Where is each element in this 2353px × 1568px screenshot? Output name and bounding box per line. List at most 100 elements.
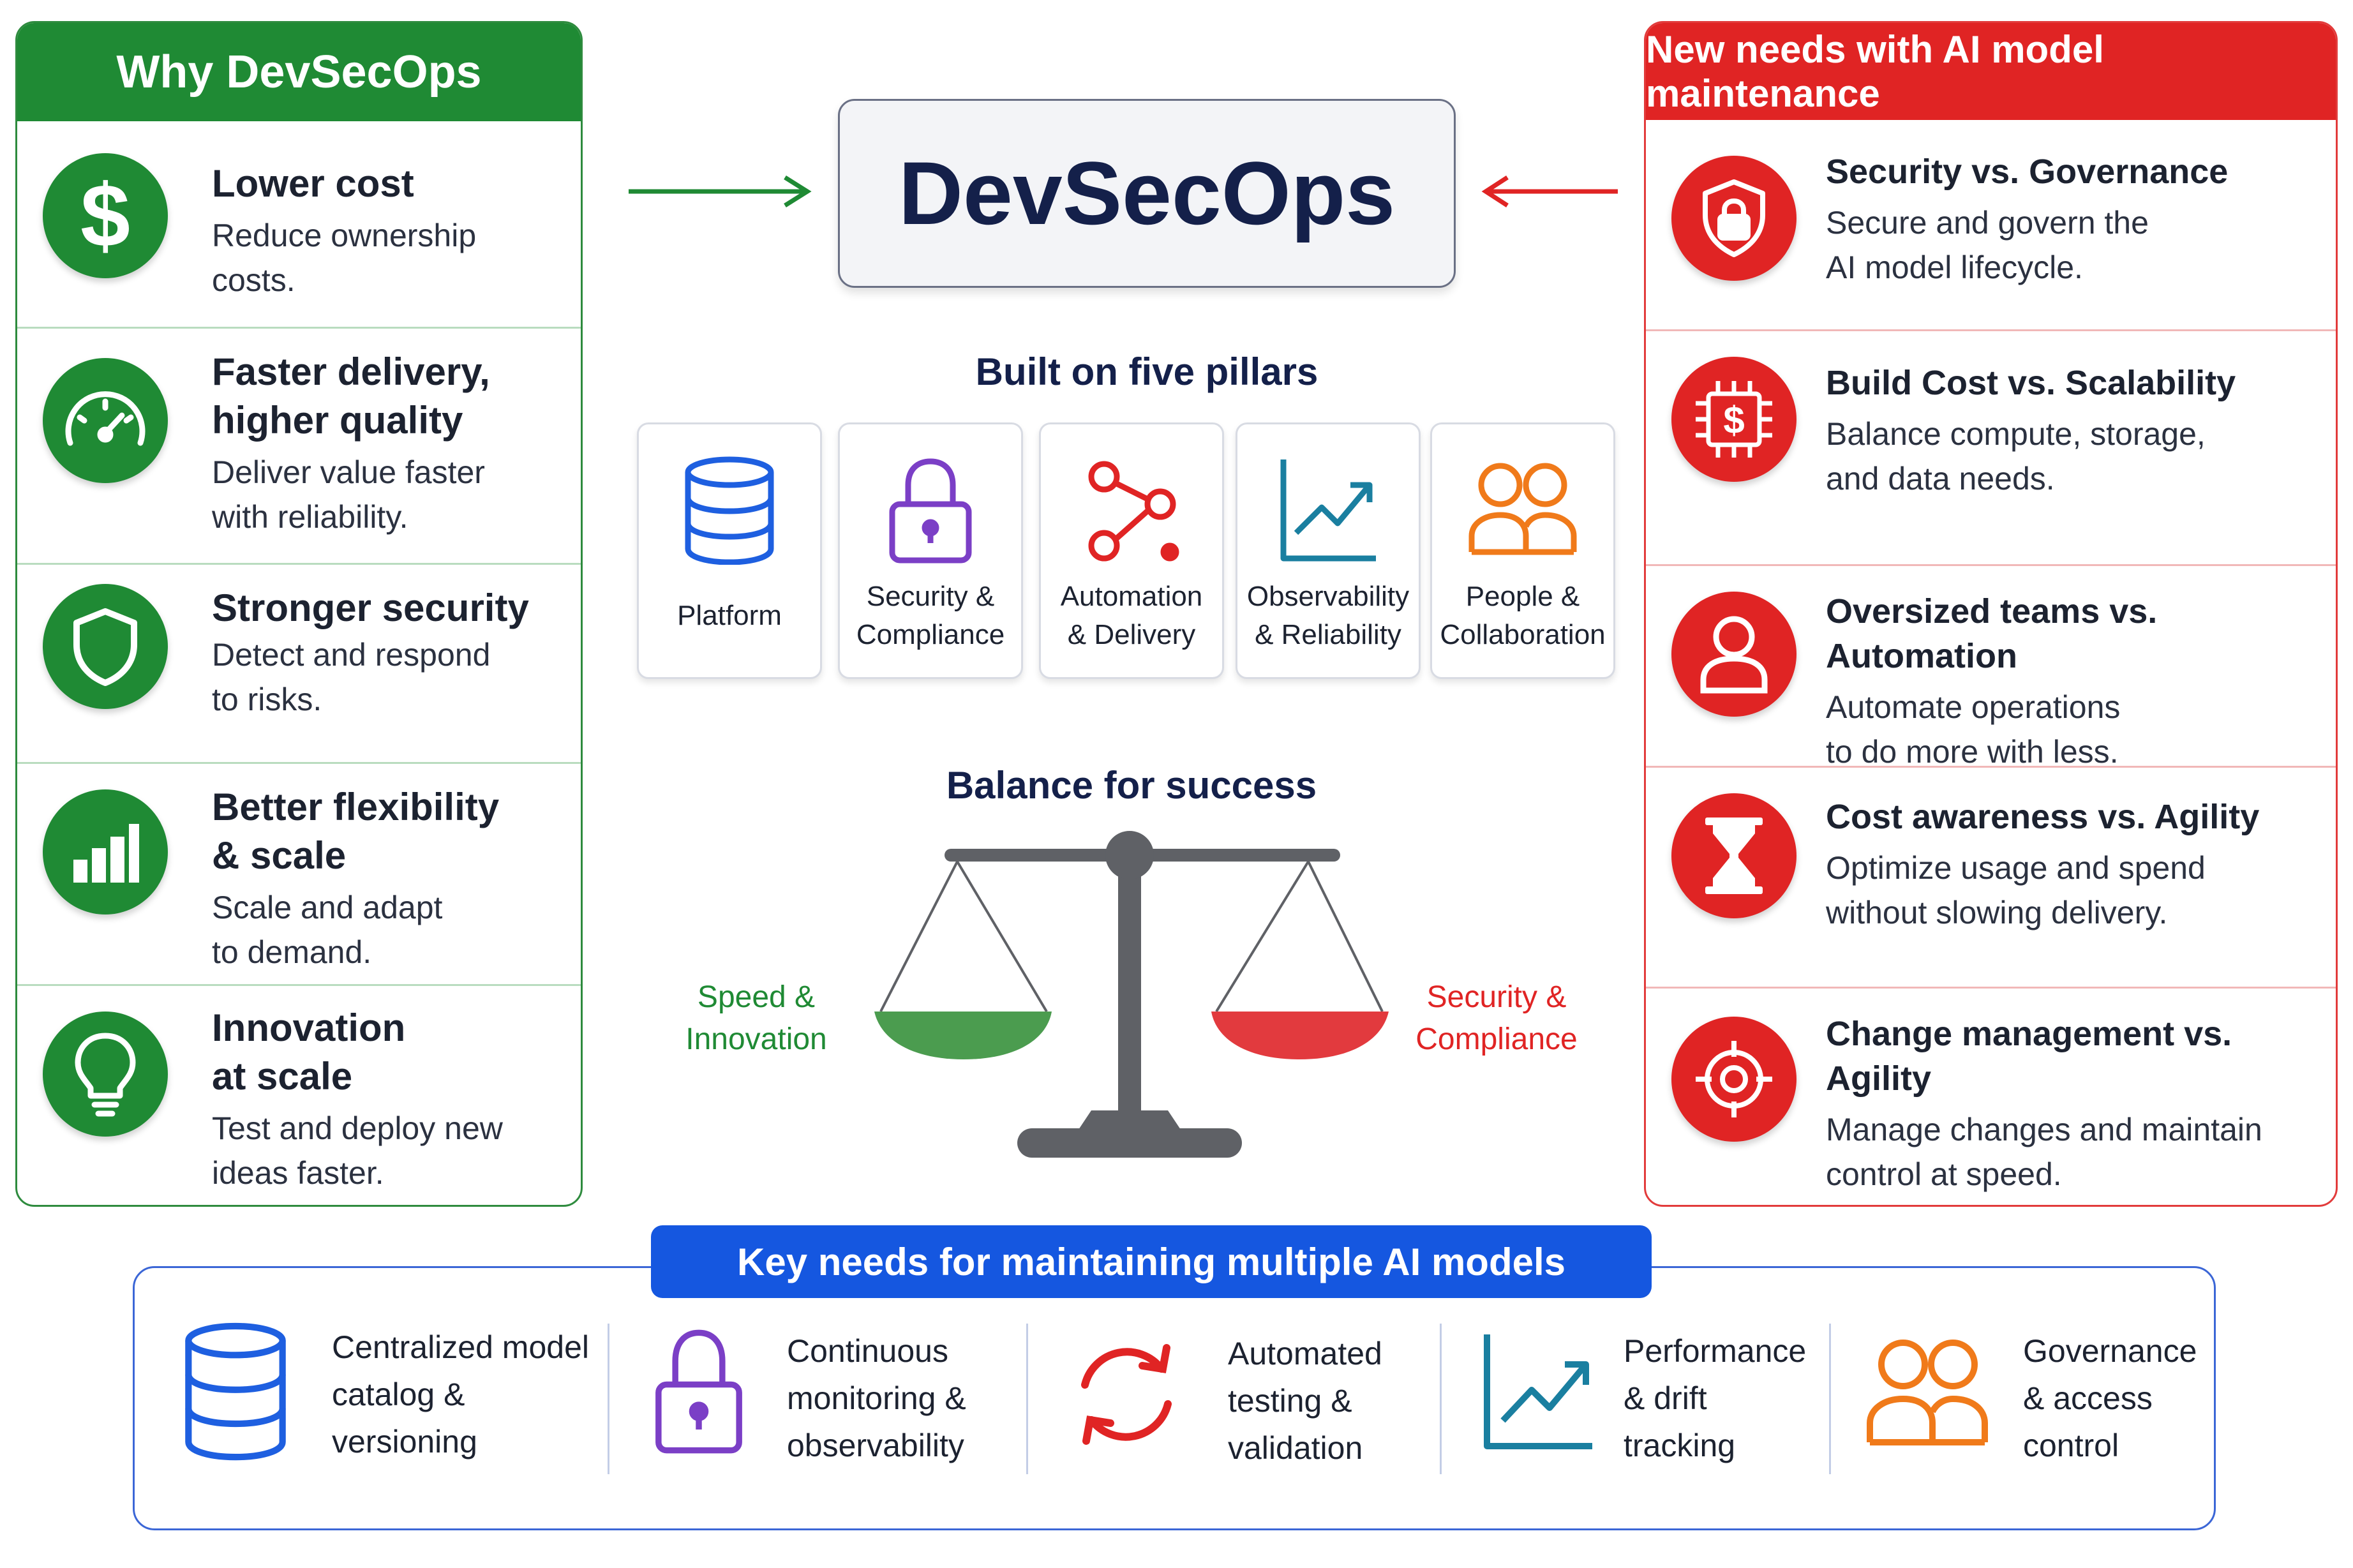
item-desc-line: Optimize usage and spend (1826, 850, 2206, 886)
right-item-cost-awareness: Cost awareness vs. Agility Optimize usag… (1646, 766, 2336, 987)
right-item-security-governance: Security vs. Governance Secure and gover… (1646, 120, 2336, 329)
balance-right-line: Compliance (1416, 1022, 1578, 1056)
right-item-build-cost: $ Build Cost vs. Scalability Balance com… (1646, 329, 2336, 564)
people-icon (1867, 1340, 1988, 1445)
database-icon (685, 456, 774, 565)
key-need-line: Continuous (787, 1333, 948, 1369)
item-desc-line: control at speed. (1826, 1156, 2062, 1192)
item-desc-line: AI model lifecycle. (1826, 250, 2083, 285)
person-icon (1671, 592, 1796, 717)
balance-scale-icon (874, 831, 1389, 1158)
item-title: Cost awareness vs. Agility (1826, 798, 2260, 836)
item-desc-line: Test and deploy new (212, 1110, 503, 1146)
padlock-icon (655, 1329, 742, 1454)
key-need-automated-testing: Automated testing & validation (1066, 1321, 1436, 1487)
balance-right-line: Security & (1426, 980, 1567, 1014)
pillar-security-compliance: Security & Compliance (838, 422, 1023, 679)
padlock-icon (889, 458, 972, 564)
key-need-divider (1829, 1324, 1831, 1474)
workflow-icon (1088, 461, 1179, 562)
pillar-label-line: Platform (677, 600, 782, 631)
ai-model-needs-title: New needs with AI model maintenance (1646, 23, 2336, 120)
key-need-line: testing & (1228, 1383, 1352, 1419)
left-item-flexibility-scale: Better flexibility & scale Scale and ada… (17, 762, 581, 984)
balance-right-label: Security & Compliance (1398, 976, 1595, 1061)
item-title-line: at scale (212, 1055, 353, 1098)
item-title: Lower cost (212, 162, 414, 205)
item-desc-line: to risks. (212, 682, 322, 717)
item-desc-line: Automate operations (1826, 689, 2121, 725)
key-need-governance: Governance & access control (1864, 1321, 2197, 1487)
left-item-stronger-security: Stronger security Detect and respond to … (17, 563, 581, 762)
balance-title: Balance for success (946, 764, 1317, 807)
pillar-label-line: & Reliability (1255, 619, 1401, 650)
key-need-line: Centralized model (332, 1329, 589, 1365)
pillars-title: Built on five pillars (975, 350, 1318, 393)
item-desc-line: Scale and adapt (212, 890, 443, 925)
why-devsecops-title: Why DevSecOps (17, 23, 581, 121)
item-desc-line: with reliability. (212, 499, 408, 535)
balance-left-line: Innovation (685, 1022, 827, 1056)
pillar-label-line: Collaboration (1440, 619, 1606, 650)
key-need-line: control (2023, 1428, 2119, 1463)
pillar-label-line: People & (1465, 581, 1580, 612)
balance-left-label: Speed & Innovation (657, 976, 855, 1061)
item-desc-line: without slowing delivery. (1826, 895, 2168, 930)
item-desc-line: to do more with less. (1826, 734, 2119, 770)
left-item-lower-cost: $ Lower cost Reduce ownership costs. (17, 121, 581, 327)
chip-cost-icon: $ (1671, 357, 1796, 482)
item-title: Build Cost vs. Scalability (1826, 364, 2236, 402)
people-icon (1468, 463, 1577, 555)
pillar-label-line: & Delivery (1067, 619, 1196, 650)
key-need-line: monitoring & (787, 1380, 966, 1416)
right-item-change-management: Change management vs. Agility Manage cha… (1646, 987, 2336, 1205)
key-need-line: versioning (332, 1424, 477, 1460)
svg-text:$: $ (1723, 399, 1744, 442)
item-desc-line: costs. (212, 262, 295, 298)
item-title-line: & scale (212, 834, 347, 877)
item-desc-line: and data needs. (1826, 461, 2055, 497)
key-need-line: Governance (2023, 1333, 2197, 1369)
pillar-platform: Platform (637, 422, 822, 679)
item-title: Stronger security (212, 586, 529, 629)
item-title: Change management vs. Agility (1826, 1015, 2232, 1098)
item-title-line: Better flexibility (212, 786, 500, 828)
item-title: Oversized teams vs. Automation (1826, 592, 2158, 675)
lightbulb-icon (43, 1012, 168, 1137)
key-need-line: Performance (1624, 1333, 1807, 1369)
speedometer-icon (43, 358, 168, 483)
item-title-line: higher quality (212, 399, 463, 442)
key-need-line: & drift (1624, 1380, 1707, 1416)
key-need-line: Automated (1228, 1336, 1382, 1371)
item-desc-line: Manage changes and maintain (1826, 1112, 2262, 1147)
why-devsecops-panel: Why DevSecOps $ Lower cost Reduce owners… (15, 21, 583, 1207)
pillar-observability: Observability & Reliability (1236, 422, 1421, 679)
key-need-line: catalog & (332, 1377, 465, 1412)
refresh-icon (1081, 1344, 1172, 1445)
item-desc-line: Secure and govern the (1826, 205, 2149, 241)
item-desc-line: Deliver value faster (212, 454, 485, 490)
pillar-automation-delivery: Automation & Delivery (1039, 422, 1224, 679)
key-need-line: & access (2023, 1380, 2153, 1416)
item-title: Security vs. Governance (1826, 153, 2229, 191)
key-need-line: tracking (1624, 1428, 1736, 1463)
key-need-divider (1440, 1324, 1442, 1474)
left-item-innovation: Innovation at scale Test and deploy new … (17, 984, 581, 1205)
pillar-label-line: Compliance (856, 619, 1005, 650)
item-title-line: Faster delivery, (212, 350, 490, 393)
pillar-label-line: Observability (1246, 581, 1410, 612)
svg-text:$: $ (80, 171, 130, 260)
item-desc-line: Detect and respond (212, 637, 491, 673)
key-need-divider (608, 1324, 609, 1474)
database-icon (185, 1322, 286, 1461)
key-need-line: validation (1228, 1430, 1363, 1466)
item-desc-line: ideas faster. (212, 1155, 384, 1191)
pillar-label-line: Security & (866, 581, 995, 612)
hourglass-icon (1671, 793, 1796, 918)
devsecops-title-box: DevSecOps (838, 99, 1456, 288)
key-need-divider (1026, 1324, 1028, 1474)
dollar-icon: $ (43, 153, 168, 278)
shield-icon (43, 584, 168, 709)
green-arrow-right (629, 175, 812, 207)
ai-model-needs-panel: New needs with AI model maintenance Secu… (1644, 21, 2338, 1207)
